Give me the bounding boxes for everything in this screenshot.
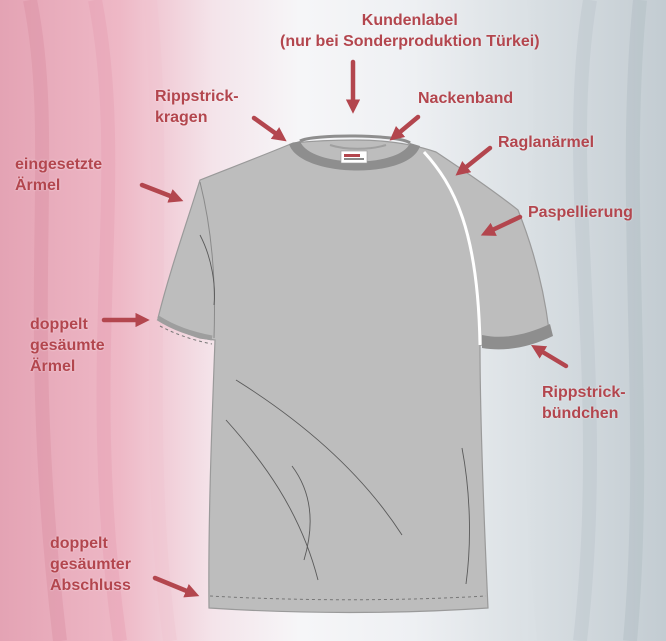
label-paspellierung: Paspellierung — [528, 202, 633, 223]
label-rippstrick-buendchen: Rippstrick- bündchen — [542, 382, 626, 424]
care-label-icon — [341, 151, 367, 163]
label-raglanaermel: Raglanärmel — [498, 132, 594, 153]
label-doppelt-gesaeumter-abschluss: doppelt gesäumter Abschluss — [50, 533, 131, 596]
label-nackenband: Nackenband — [418, 88, 513, 109]
label-rippstrick-kragen: Rippstrick- kragen — [155, 86, 239, 128]
label-kundenlabel: Kundenlabel (nur bei Sonderproduktion Tü… — [280, 10, 540, 52]
label-eingesetzte-aermel: eingesetzte Ärmel — [15, 154, 102, 196]
label-doppelt-gesaeumte-aermel: doppelt gesäumte Ärmel — [30, 314, 105, 377]
